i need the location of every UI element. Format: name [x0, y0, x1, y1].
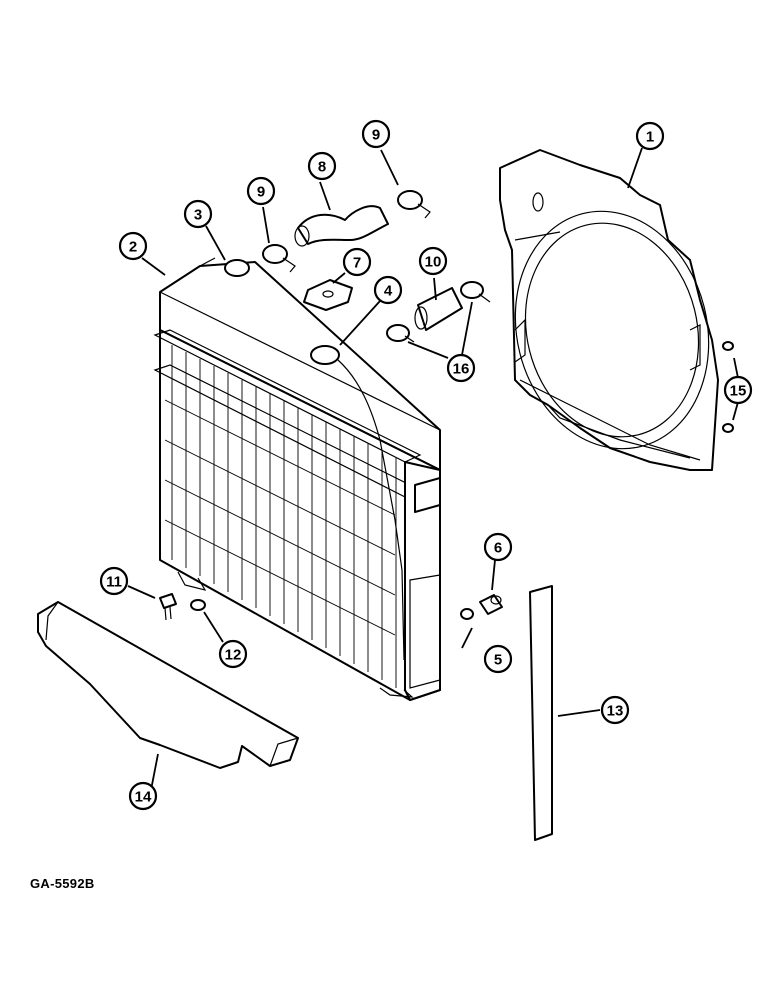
callout-9: 9 — [246, 176, 276, 206]
bottom-cover-part — [37, 601, 299, 769]
washer-part — [722, 341, 734, 433]
drawing-code-label: GA-5592B — [30, 876, 95, 891]
callout-2: 2 — [118, 231, 148, 261]
callout-6: 6 — [483, 532, 513, 562]
callout-number: 9 — [372, 127, 380, 144]
fan-shroud-part — [499, 149, 719, 471]
callout-number: 7 — [353, 255, 361, 272]
lower-hose-part — [414, 287, 463, 331]
callout-13: 13 — [600, 695, 630, 725]
callout-number: 9 — [257, 184, 265, 201]
callout-9: 9 — [361, 119, 391, 149]
hose-clamp-part — [386, 324, 415, 343]
hose-clamp-part — [460, 281, 491, 303]
drain-plug-part — [479, 594, 503, 615]
callout-8: 8 — [307, 151, 337, 181]
callout-16: 16 — [446, 353, 476, 383]
radiator-core-fins — [164, 345, 397, 688]
callout-4: 4 — [373, 275, 403, 305]
callout-1: 1 — [635, 121, 665, 151]
callout-10: 10 — [418, 246, 448, 276]
callout-12: 12 — [218, 639, 248, 669]
callout-3: 3 — [183, 199, 213, 229]
callout-number: 6 — [494, 540, 502, 557]
hose-clamp-part — [262, 244, 296, 273]
upper-hose-part — [294, 205, 389, 247]
callout-number: 12 — [225, 647, 242, 664]
callout-number: 1 — [646, 129, 654, 146]
callout-14: 14 — [128, 781, 158, 811]
callout-7: 7 — [342, 247, 372, 277]
callout-number: 8 — [318, 159, 326, 176]
radiator-part — [153, 257, 441, 701]
washer-part — [460, 608, 474, 620]
callout-5: 5 — [483, 644, 513, 674]
callout-11: 11 — [99, 566, 129, 596]
callout-number: 3 — [194, 207, 202, 224]
callout-number: 16 — [453, 361, 470, 378]
hose-clamp-part — [397, 190, 431, 219]
callout-number: 4 — [384, 283, 393, 300]
callout-15: 15 — [723, 375, 753, 405]
callout-number: 5 — [494, 652, 502, 669]
gasket-part — [303, 279, 353, 311]
callout-number: 11 — [106, 574, 122, 591]
callout-number: 13 — [607, 703, 624, 720]
callout-number: 10 — [425, 254, 442, 271]
leader-lines — [127, 147, 739, 791]
washer-part — [190, 599, 206, 611]
callout-number: 2 — [129, 239, 137, 256]
callout-number: 15 — [730, 383, 747, 400]
callout-number: 14 — [135, 789, 152, 806]
bolt-part — [159, 593, 177, 621]
seal-strip-part — [529, 585, 553, 841]
